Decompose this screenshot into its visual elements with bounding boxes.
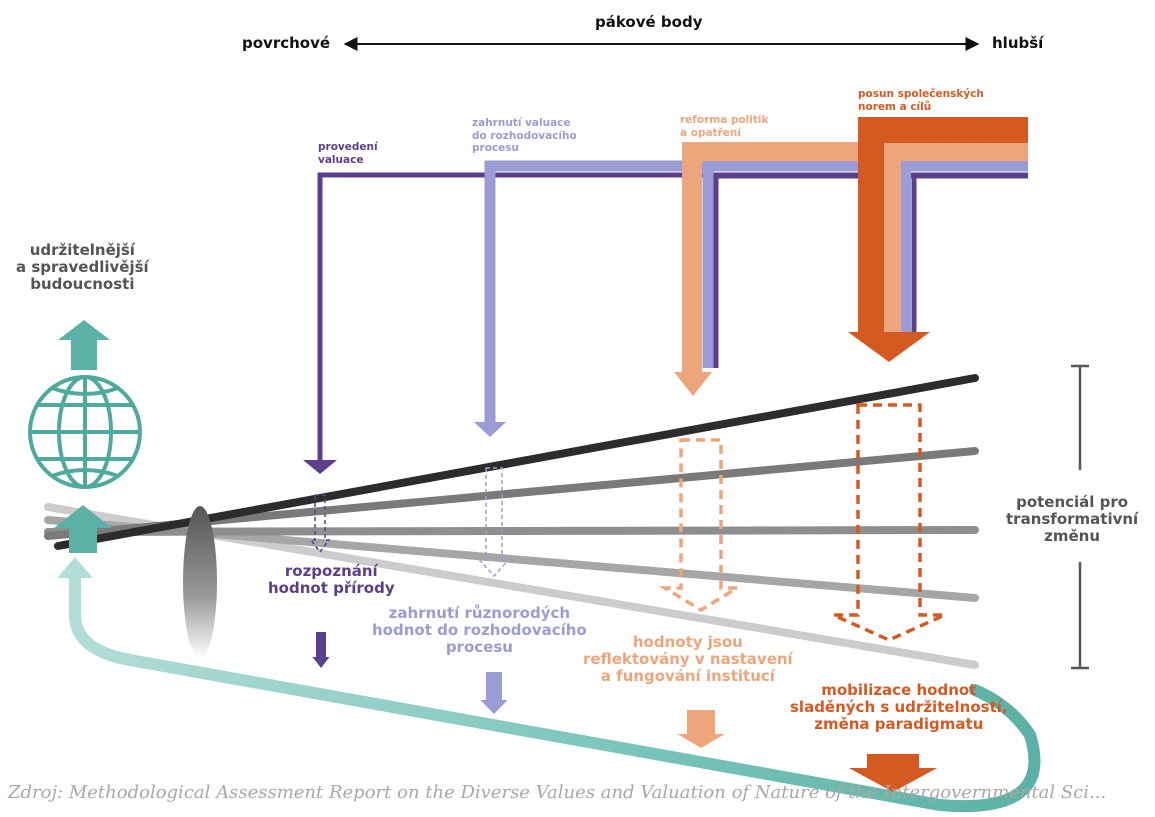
potential-outline-policy	[658, 438, 744, 613]
lever-label-valuation: provedení valuace	[318, 141, 378, 166]
lever-path-valuation-inner2	[911, 173, 1028, 332]
lever-arrow-decision	[474, 422, 506, 437]
outcome-arrow-diverse-values	[480, 672, 508, 714]
axis-title: pákové body	[595, 13, 703, 31]
outcome-label-institutions: hodnoty jsou reflektovány v nastavení a …	[583, 633, 793, 685]
lever-path-decision-inner2	[901, 161, 1028, 332]
lever-label-decision: zahrnutí valuace do rozhodovacího proces…	[472, 117, 577, 155]
outcome-label-recognition: rozpoznání hodnot přírody	[268, 562, 395, 597]
axis-right-label: hlubší	[992, 34, 1044, 52]
potential-outline-valuation	[309, 494, 331, 554]
potential-bracket	[1071, 364, 1089, 670]
lever-path-valuation	[317, 172, 1028, 460]
lever-arrow-valuation	[303, 460, 337, 474]
outcome-label-mobilization: mobilizace hodnot sladěných s udržitelno…	[790, 681, 1008, 733]
outcome-label-diverse-values: zahrnutí různorodých hodnot do rozhodova…	[372, 604, 587, 656]
outcome-arrow-institutions	[677, 710, 725, 748]
lever-arrow-policy	[674, 372, 712, 396]
lever-oval	[183, 506, 217, 658]
feedback-loop	[69, 569, 1041, 813]
potential-outline-norms	[832, 403, 946, 642]
feedback-arrow-head	[57, 557, 93, 578]
outcome-arrow-mobilization	[848, 754, 938, 792]
future-arrow-icon	[58, 320, 110, 370]
globe-icon	[28, 375, 142, 489]
lever-label-policy: reforma politik a opatření	[680, 114, 769, 139]
lever-label-norms: posun společenských norem a cílů	[858, 88, 984, 113]
outcome-arrow-recognition	[312, 632, 330, 668]
axis-left-label: povrchové	[242, 34, 331, 52]
future-label: udržitelnější a spravedlivější budoucnos…	[16, 241, 149, 293]
lever-arrow-norms	[848, 332, 930, 362]
source-note: Zdroj: Methodological Assessment Report …	[8, 782, 1107, 803]
lever-path-policy-inner	[884, 143, 1028, 332]
lever-path-norms	[858, 117, 1028, 332]
potential-label: potenciál pro transformativní změnu	[1006, 493, 1139, 545]
potential-outline-decision	[477, 467, 511, 578]
globe-up-arrow-icon	[54, 505, 112, 553]
